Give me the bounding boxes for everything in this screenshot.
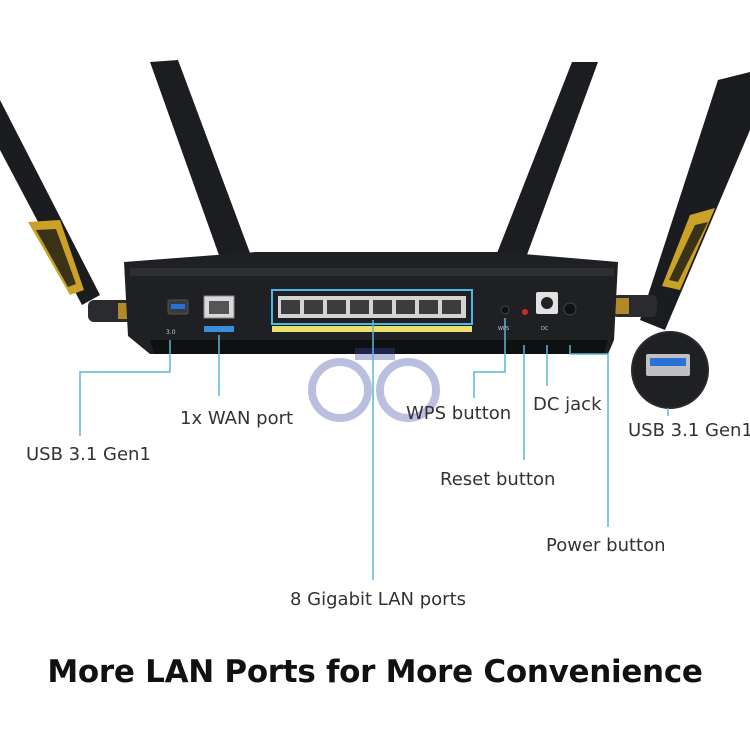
antenna-far-left: [0, 100, 138, 322]
callout-usb-left: USB 3.1 Gen1: [26, 444, 151, 465]
dc-port-label: DC: [541, 326, 549, 332]
headline: More LAN Ports for More Convenience: [47, 654, 703, 690]
wan-port: [203, 295, 235, 332]
lan-ports: [271, 289, 473, 332]
callout-wps-button: WPS button: [406, 403, 512, 424]
antenna-far-right: [612, 72, 750, 330]
callout-lines: [79, 318, 669, 580]
usb-port-inset: [631, 331, 709, 409]
rear-buttons: WPS DC: [498, 292, 577, 332]
wps-port-label: WPS: [498, 326, 509, 332]
callout-power-button: Power button: [546, 535, 666, 556]
callout-usb-right: USB 3.1 Gen1: [628, 420, 750, 441]
callout-wan-port: 1x WAN port: [180, 408, 294, 429]
usb-port-label: 3.0: [166, 329, 176, 336]
callout-lan-ports: 8 Gigabit LAN ports: [290, 589, 467, 610]
callout-dc-jack: DC jack: [533, 394, 602, 415]
usb-port-left: 3.0: [166, 299, 189, 336]
watermark-logo: [308, 348, 440, 422]
callout-reset-button: Reset button: [440, 469, 556, 490]
